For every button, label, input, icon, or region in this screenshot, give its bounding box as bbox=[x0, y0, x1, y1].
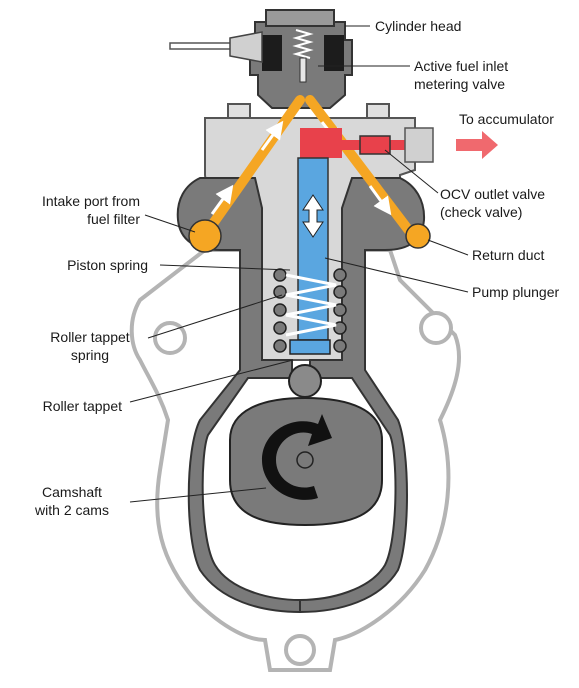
leader-return bbox=[427, 239, 469, 256]
return-duct-port bbox=[405, 223, 431, 249]
label-intake-2: fuel filter bbox=[87, 211, 140, 227]
label-roller-tappet: Roller tappet bbox=[43, 398, 122, 414]
camshaft-center bbox=[296, 451, 314, 469]
rotation-arrow-icon bbox=[262, 414, 332, 500]
label-cylinder-head: Cylinder head bbox=[375, 18, 461, 34]
springs bbox=[273, 268, 347, 353]
intake-port bbox=[188, 219, 222, 253]
lp-arrow-1 bbox=[210, 184, 234, 215]
bottom-bolt-hole bbox=[284, 634, 316, 666]
valve-spring-coil bbox=[292, 29, 314, 59]
label-return-duct: Return duct bbox=[472, 247, 544, 263]
label-roller-spring-2: spring bbox=[71, 347, 109, 363]
label-inlet-valve-2: metering valve bbox=[414, 76, 505, 92]
leader-roller-spring bbox=[147, 294, 283, 339]
labels: Cylinder head Active fuel inlet metering… bbox=[34, 18, 559, 518]
outlet-fitting bbox=[404, 127, 434, 163]
leader-plunger bbox=[324, 257, 469, 293]
label-camshaft-1: Camshaft bbox=[42, 484, 102, 500]
label-camshaft-2: with 2 cams bbox=[34, 502, 109, 518]
tappet-roller bbox=[288, 364, 322, 398]
leader-camshaft bbox=[129, 487, 267, 503]
label-roller-spring-1: Roller tappet bbox=[50, 329, 129, 345]
high-pressure-chamber bbox=[300, 127, 498, 163]
piston-spring-zigzag bbox=[285, 273, 337, 337]
right-bolt-hole bbox=[419, 311, 453, 345]
lp-arrow-4 bbox=[368, 185, 392, 216]
left-mount-bolt bbox=[227, 103, 251, 119]
label-pump-plunger: Pump plunger bbox=[472, 284, 560, 300]
return-passage bbox=[305, 95, 415, 237]
label-ocv-1: OCV outlet valve bbox=[440, 186, 545, 202]
cylinder-head bbox=[249, 9, 353, 109]
right-coil bbox=[324, 35, 344, 71]
label-piston-spring: Piston spring bbox=[67, 257, 148, 273]
electrical-connector bbox=[169, 31, 263, 63]
label-intake-1: Intake port from bbox=[42, 193, 140, 209]
left-bolt-hole bbox=[153, 321, 187, 355]
connector-plug bbox=[229, 31, 263, 63]
leader-ocv bbox=[384, 149, 439, 194]
to-accumulator-arrow bbox=[456, 131, 498, 159]
valve-stem bbox=[299, 57, 307, 83]
low-pressure-passages bbox=[188, 95, 431, 253]
label-to-accumulator: To accumulator bbox=[459, 111, 554, 127]
right-mount-bolt bbox=[366, 103, 390, 119]
lp-arrow-2 bbox=[260, 120, 284, 151]
label-inlet-valve-1: Active fuel inlet bbox=[414, 58, 508, 74]
label-ocv-2: (check valve) bbox=[440, 204, 522, 220]
left-spring-coils bbox=[273, 268, 287, 353]
inner-housing-left bbox=[176, 177, 301, 614]
cylinder-head-cap bbox=[265, 9, 335, 27]
check-valve-spring bbox=[359, 135, 391, 155]
leader-intake bbox=[144, 214, 196, 233]
roller-tappet bbox=[288, 339, 331, 398]
camshaft bbox=[229, 396, 383, 527]
tappet-body bbox=[289, 339, 331, 355]
leader-piston-spring bbox=[159, 264, 291, 271]
intake-passage bbox=[200, 95, 305, 240]
right-spring-coils bbox=[333, 268, 347, 353]
double-arrow-icon bbox=[302, 194, 324, 238]
leader-roller-tappet bbox=[129, 359, 294, 403]
left-coil bbox=[262, 35, 282, 71]
leader-lines bbox=[129, 25, 469, 503]
